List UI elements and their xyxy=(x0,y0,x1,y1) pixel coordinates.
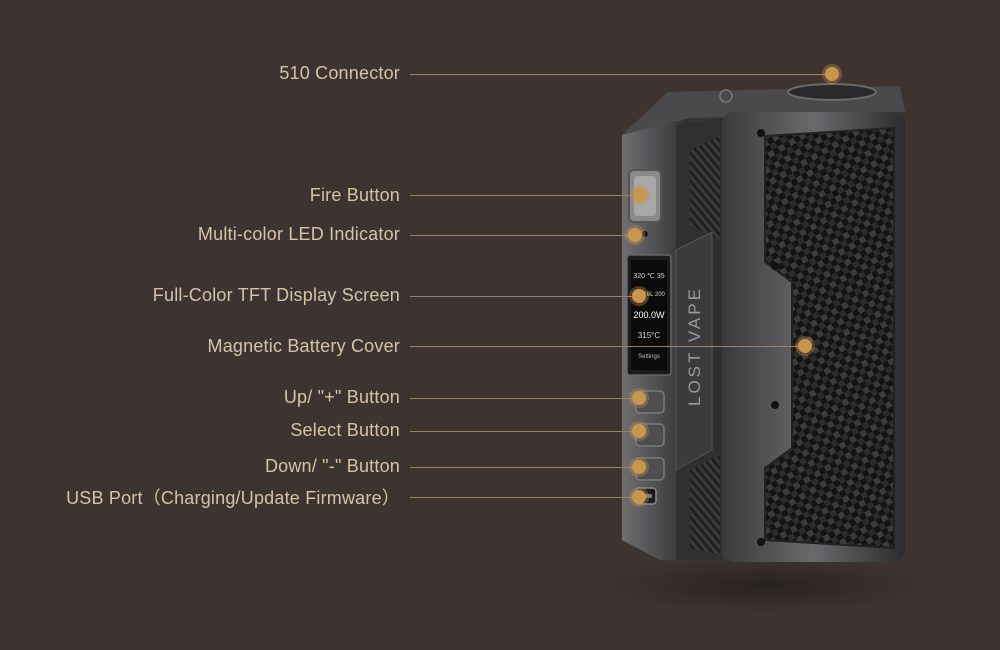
leader-line-down-button xyxy=(410,467,639,468)
device-shadow xyxy=(595,557,935,613)
leader-line-usb-port xyxy=(410,497,639,498)
leader-line-up-button xyxy=(410,398,639,399)
marker-down-button xyxy=(632,460,646,474)
screen-row-1: 320 ℃ 35 xyxy=(633,273,664,280)
marker-510-connector xyxy=(825,67,839,81)
screw xyxy=(771,262,779,270)
leader-line-tft-screen xyxy=(410,296,639,297)
screw xyxy=(771,401,779,409)
screen-row-5: Settings xyxy=(638,354,660,360)
callout-label-select-button: Select Button xyxy=(290,420,400,440)
leader-line-510-connector xyxy=(410,74,832,75)
callout-label-usb-port: USB Port（Charging/Update Firmware） xyxy=(66,488,400,508)
screen-row-4: 315°C xyxy=(638,331,661,340)
callout-label-battery-cover: Magnetic Battery Cover xyxy=(207,336,400,356)
leader-line-select-button xyxy=(410,431,639,432)
grip-top xyxy=(690,136,720,240)
callout-label-510-connector: 510 Connector xyxy=(279,63,400,83)
screen-row-2: Ss316L 200 xyxy=(633,292,665,298)
led-indicator xyxy=(642,231,648,237)
callout-label-up-button: Up/ "+" Button xyxy=(283,387,400,407)
tft-screen xyxy=(631,260,667,370)
callout-label-tft-screen: Full-Color TFT Display Screen xyxy=(152,285,400,305)
leader-line-battery-cover xyxy=(410,346,805,347)
connector-510 xyxy=(787,83,877,101)
marker-battery-cover xyxy=(798,339,812,353)
marker-select-button xyxy=(632,424,646,438)
marker-led-indicator xyxy=(628,228,642,242)
leader-line-led-indicator xyxy=(410,235,635,236)
marker-fire-button xyxy=(633,188,647,202)
grip-bottom xyxy=(690,455,720,555)
screw xyxy=(757,129,765,137)
usb-port-slot xyxy=(640,494,652,498)
side-recess xyxy=(675,231,713,471)
leader-line-fire-button xyxy=(410,195,640,196)
callout-label-fire-button: Fire Button xyxy=(309,185,400,205)
marker-tft-screen xyxy=(632,289,646,303)
marker-up-button xyxy=(632,391,646,405)
screw xyxy=(757,538,765,546)
callout-label-led-indicator: Multi-color LED Indicator xyxy=(197,224,400,244)
callout-label-down-button: Down/ "-" Button xyxy=(264,456,400,476)
screen-row-3: 200.0W xyxy=(633,310,665,320)
marker-usb-port xyxy=(632,490,646,504)
top-logo-emblem xyxy=(719,89,733,103)
